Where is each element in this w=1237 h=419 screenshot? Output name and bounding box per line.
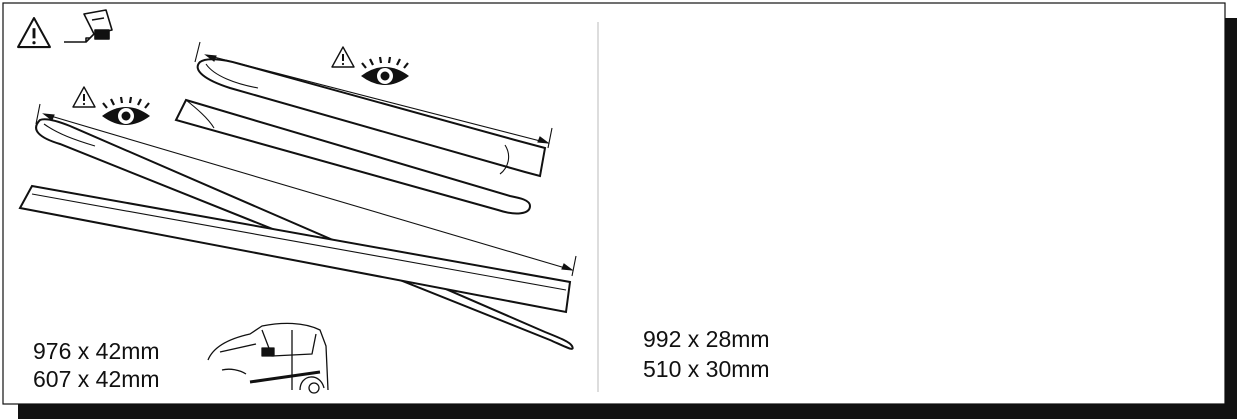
- panel: [2, 2, 1226, 405]
- left-panel: [18, 41, 577, 394]
- moulding-left-middle: [174, 98, 532, 215]
- dimension-left-upper: [194, 41, 553, 149]
- moulding-left-long-flat: [18, 184, 572, 314]
- dimension-left-long: [35, 103, 577, 277]
- dimension-label-left-1: 976 x 42mm: [33, 338, 160, 364]
- tape-measure-icon: [64, 9, 113, 43]
- dimension-label-right-1: 992 x 28mm: [643, 326, 770, 352]
- dimension-label-right-2: 510 x 30mm: [643, 356, 770, 382]
- car-side-icon: [207, 322, 329, 394]
- moulding-left-upper: [196, 58, 547, 178]
- dimension-label-left-2: 607 x 42mm: [33, 366, 160, 392]
